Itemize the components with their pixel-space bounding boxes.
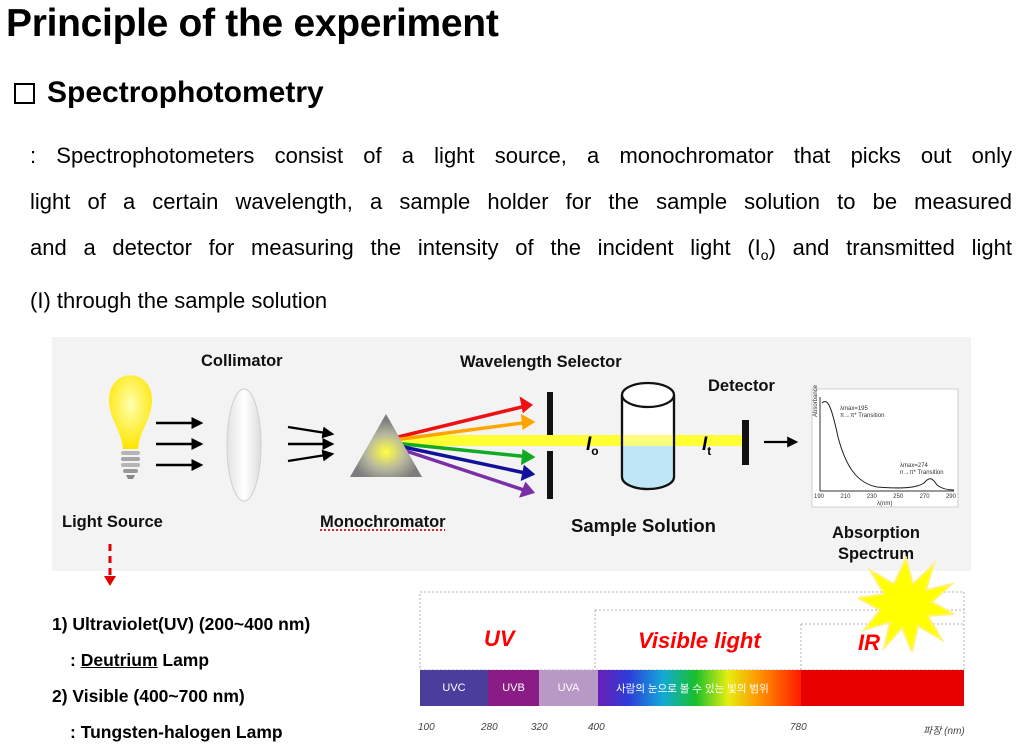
band-uva: UVA	[539, 670, 598, 706]
tick-320: 320	[531, 722, 548, 733]
uv-range-item: 1) Ultraviolet(UV) (200~400 nm)	[52, 606, 310, 642]
tick-100: 100	[418, 722, 435, 733]
description-line-1: : Spectrophotometers consist of a light …	[30, 133, 1012, 179]
visible-range-item: 2) Visible (400~700 nm)	[52, 678, 310, 714]
band-ir	[801, 670, 964, 706]
parallel-light-arrows	[156, 423, 201, 465]
description-line-2: light of a certain wavelength, a sample …	[30, 179, 1012, 225]
light-beam	[392, 435, 742, 446]
section-heading: Spectrophotometry	[14, 76, 324, 110]
light-bulb-icon	[109, 375, 152, 479]
inset-ylabel: Absorbance	[813, 385, 819, 417]
band-visible: 사람의 눈으로 볼 수 있는 빛의 범위	[598, 670, 801, 706]
incident-intensity-label: Io	[586, 434, 599, 458]
selector-slit-top	[547, 392, 553, 435]
square-checkbox-icon	[14, 83, 35, 104]
dispersed-rays	[394, 400, 532, 495]
tick-280: 280	[481, 722, 498, 733]
description-line-4: (I) through the sample solution	[30, 278, 1012, 324]
detector-bar	[742, 420, 749, 465]
absorption-spectrum-chart	[812, 389, 958, 507]
description-paragraph: : Spectrophotometers consist of a light …	[30, 133, 1012, 324]
inset-xlabel: λ(nm)	[877, 501, 892, 507]
spectrophotometer-diagram: Absorbance λmax=195π→π* Transition λmax=…	[52, 337, 971, 571]
wavelength-selector-label: Wavelength Selector	[460, 353, 622, 372]
transmitted-intensity-label: It	[702, 434, 711, 458]
collimator-lens	[227, 389, 261, 501]
tick-780: 780	[790, 722, 807, 733]
collimator-label: Collimator	[201, 352, 283, 371]
selector-slit-bottom	[547, 451, 553, 499]
monochromator-label: Monochromator	[320, 513, 446, 532]
page-title: Principle of the experiment	[6, 2, 499, 46]
uv-lamp-item: : Deutrium Lamp	[52, 642, 310, 678]
sample-solution-label: Sample Solution	[571, 515, 716, 537]
band-uvc: UVC	[420, 670, 488, 706]
inset-peak2: λmax=274n→π* Transition	[900, 463, 944, 477]
section-heading-text: Spectrophotometry	[47, 76, 324, 110]
visible-light-heading: Visible light	[638, 628, 761, 654]
light-source-label: Light Source	[62, 513, 163, 532]
sample-cuvette	[622, 383, 674, 489]
starburst-icon	[858, 556, 954, 652]
band-uvb: UVB	[488, 670, 539, 706]
inset-peak1: λmax=195π→π* Transition	[840, 406, 884, 420]
tick-400: 400	[588, 722, 605, 733]
red-dashed-down-arrow	[100, 542, 120, 588]
tick-unit: 파장 (nm)	[923, 722, 965, 737]
description-line-3: and a detector for measuring the intensi…	[30, 225, 1012, 278]
inset-ticks: 190210230250270290	[814, 494, 956, 500]
detector-label: Detector	[708, 377, 775, 396]
uv-heading: UV	[484, 626, 515, 652]
converging-light-arrows	[288, 427, 332, 461]
lamp-list: 1) Ultraviolet(UV) (200~400 nm) : Deutri…	[52, 606, 310, 750]
visible-lamp-item: : Tungsten-halogen Lamp	[52, 714, 310, 750]
